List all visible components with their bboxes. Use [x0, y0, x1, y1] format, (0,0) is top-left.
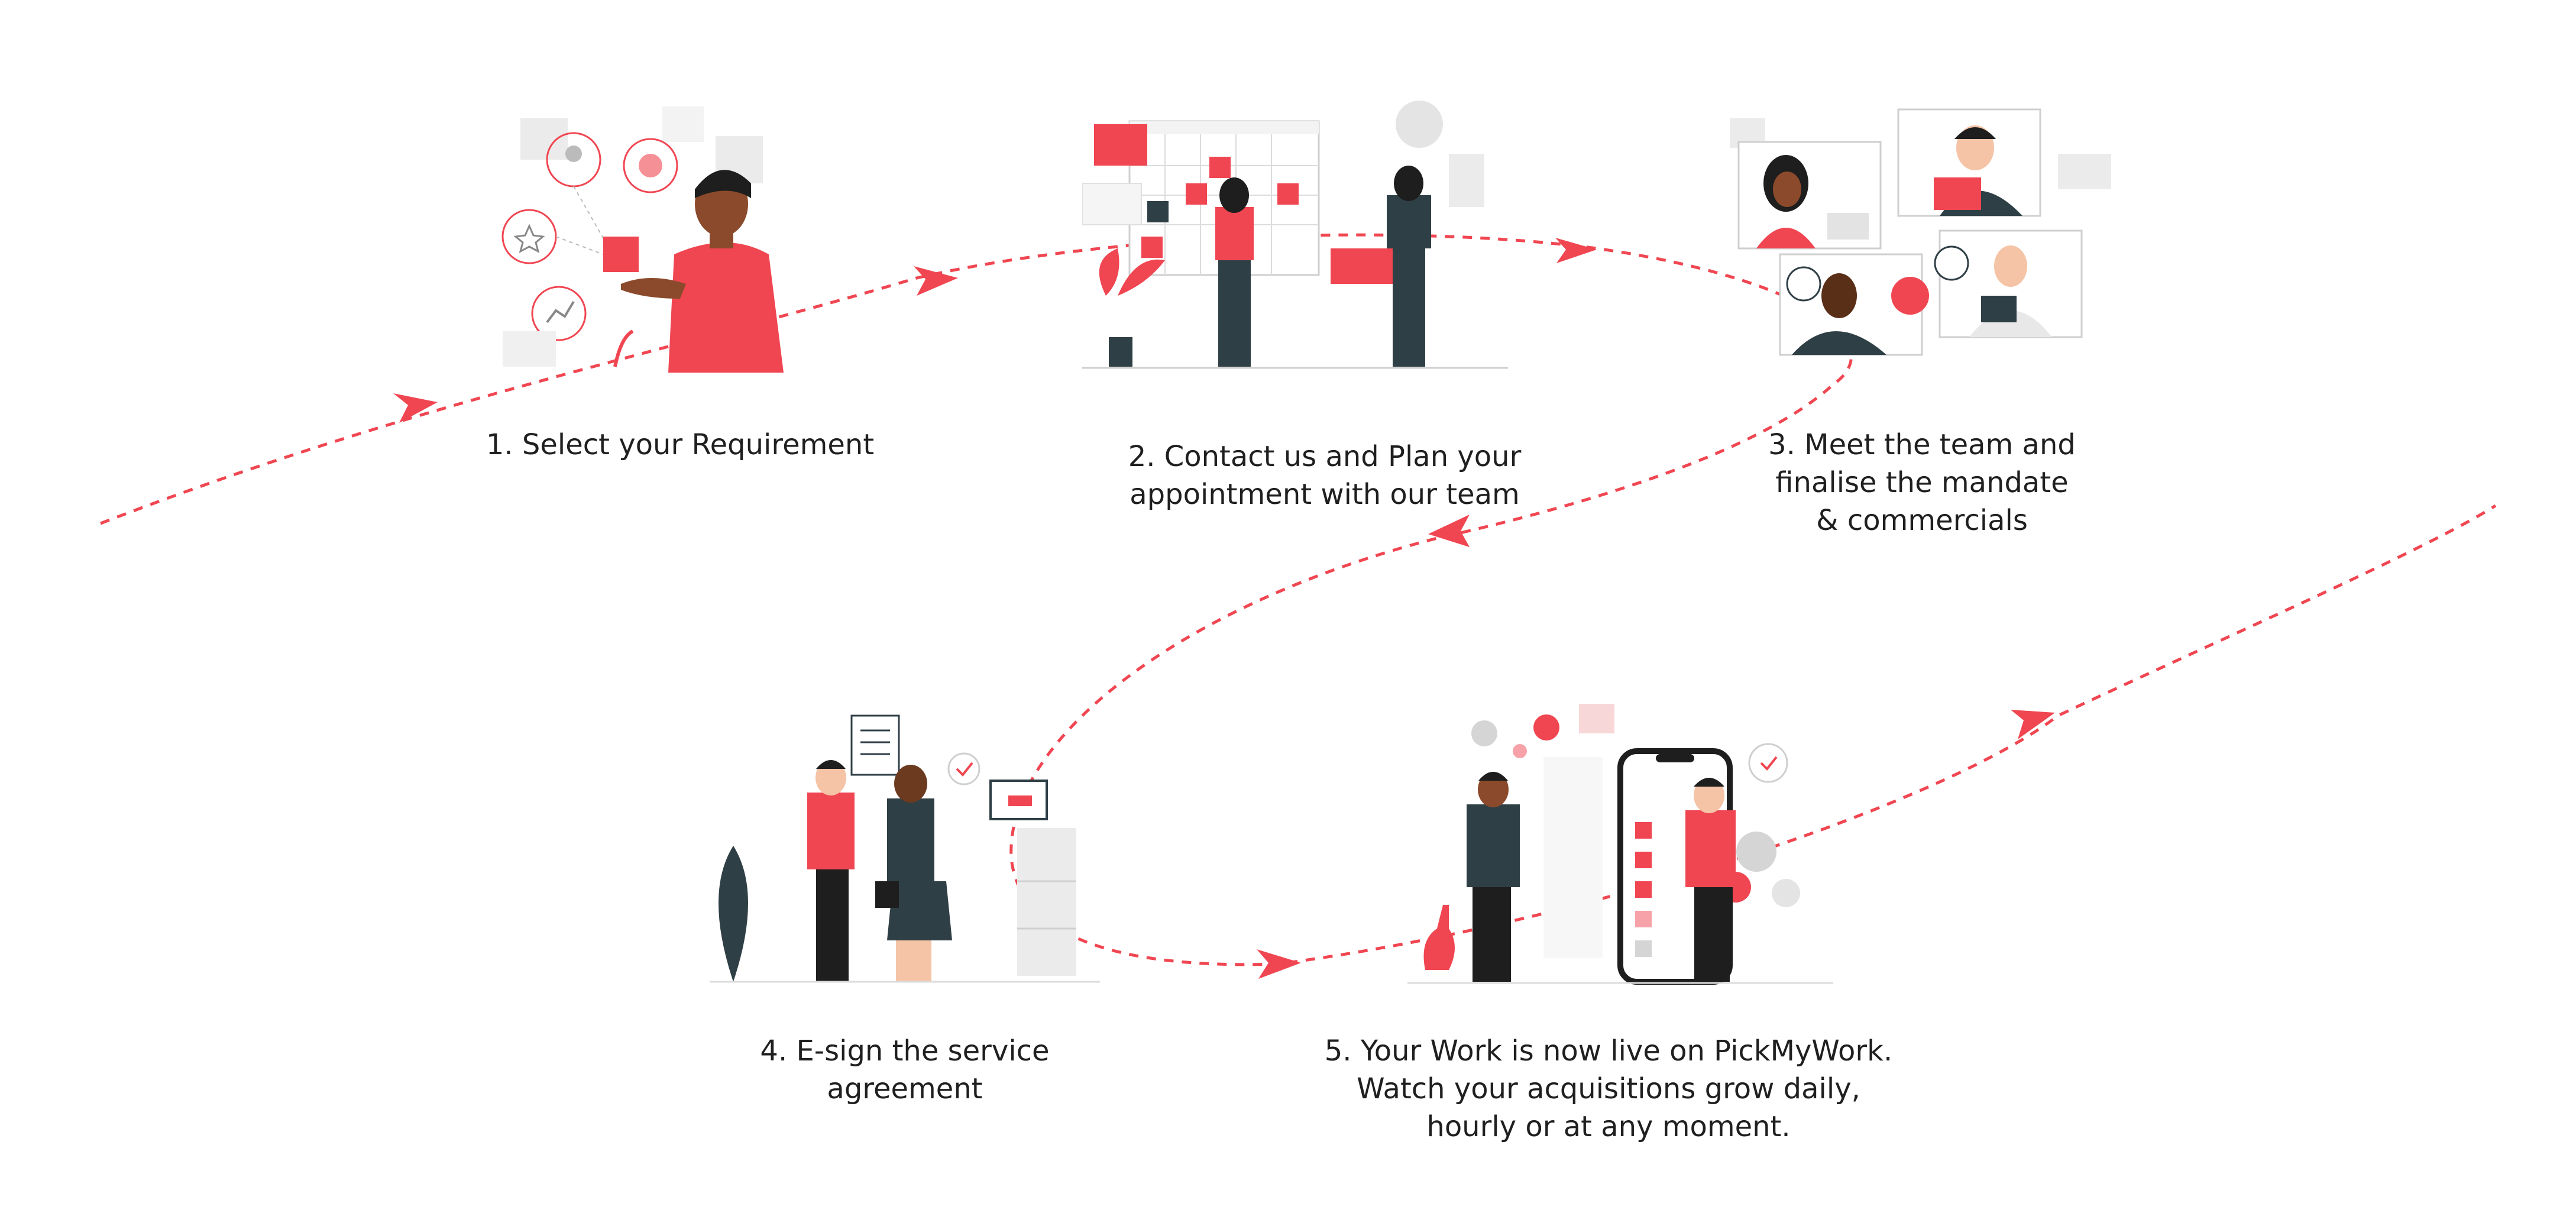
planning-illustration — [1082, 101, 1508, 369]
arrowhead-6 — [2011, 710, 2055, 739]
video-meeting-illustration — [1730, 108, 2111, 356]
step-2-caption-line-1: 2. Contact us and Plan your — [1128, 440, 1522, 473]
arrowhead-4 — [1428, 515, 1470, 547]
step-1-caption: 1. Select your Requirement — [414, 426, 946, 464]
step-5-caption-line-2: Watch your acquisitions grow daily, — [1357, 1072, 1860, 1105]
step-4-caption-line-2: agreement — [827, 1072, 983, 1105]
step-3-caption: 3. Meet the team and finalise the mandat… — [1715, 426, 2129, 539]
step-4-caption: 4. E-sign the service agreement — [680, 1032, 1130, 1108]
step-2-caption: 2. Contact us and Plan your appointment … — [1053, 438, 1597, 513]
arrowhead-1 — [393, 393, 438, 423]
step-3-caption-line-3: & commercials — [1816, 504, 2028, 537]
step-5-caption-line-3: hourly or at any moment. — [1426, 1110, 1791, 1143]
step-5-caption-line-1: 5. Your Work is now live on PickMyWork. — [1324, 1034, 1893, 1068]
contract-handshake-illustration — [710, 714, 1100, 983]
requirement-illustration — [501, 106, 784, 373]
flow-arrowheads — [393, 238, 2055, 979]
mobile-app-illustration — [1407, 704, 1833, 985]
arrowhead-5 — [1257, 949, 1301, 979]
step-3-caption-line-2: finalise the mandate — [1775, 466, 2069, 499]
step-5-caption: 5. Your Work is now live on PickMyWork. … — [1266, 1032, 1952, 1146]
step-2-caption-line-2: appointment with our team — [1130, 478, 1520, 511]
arrowhead-3 — [1555, 238, 1597, 263]
step-3-caption-line-1: 3. Meet the team and — [1768, 428, 2076, 461]
flow-path-line — [100, 233, 2497, 966]
step-1-caption-line-1: 1. Select your Requirement — [486, 428, 875, 461]
step-4-caption-line-1: 4. E-sign the service — [760, 1034, 1050, 1068]
arrowhead-2 — [914, 266, 958, 296]
